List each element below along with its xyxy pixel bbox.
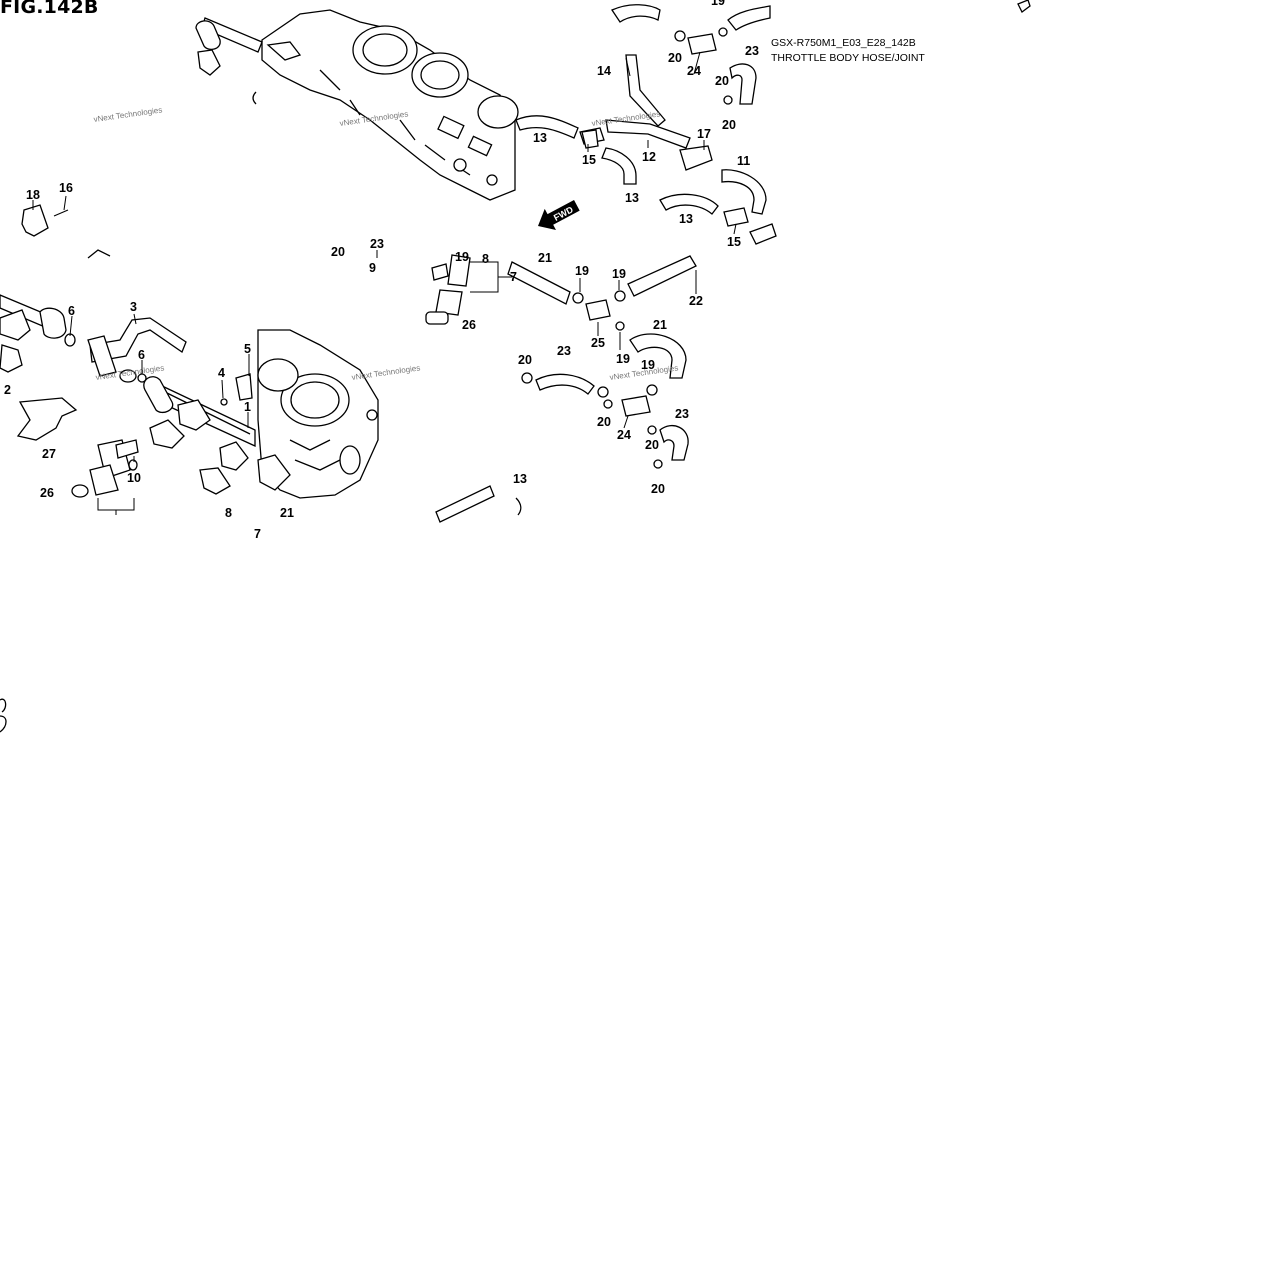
callout-6: 6: [68, 304, 75, 318]
figure-title: FIG.142B: [0, 0, 99, 18]
callout-13: 13: [513, 472, 527, 486]
fwd-arrow: FWD: [538, 200, 580, 231]
callout-3: 3: [130, 300, 137, 314]
callout-2: 2: [4, 383, 11, 397]
watermark: vNext Technologies: [351, 363, 421, 382]
callout-21: 21: [653, 318, 667, 332]
fuel-delivery-pipe: [0, 294, 256, 495]
hose-group-upper: [515, 0, 1031, 245]
callout-20: 20: [722, 118, 736, 132]
callout-26: 26: [462, 318, 476, 332]
callout-8: 8: [225, 506, 232, 520]
callout-18: 18: [26, 188, 40, 202]
callout-20: 20: [331, 245, 345, 259]
callout-13: 13: [679, 212, 693, 226]
callout-21: 21: [280, 506, 294, 520]
callout-19: 19: [612, 267, 626, 281]
callout-7: 7: [254, 527, 261, 541]
callout-22: 22: [689, 294, 703, 308]
callout-20: 20: [518, 353, 532, 367]
watermark: vNext Technologies: [93, 105, 163, 124]
callout-10: 10: [127, 471, 141, 485]
callout-4: 4: [218, 366, 225, 380]
callout-15: 15: [727, 235, 741, 249]
callout-12: 12: [642, 150, 656, 164]
callout-24: 24: [687, 64, 701, 78]
clamp-part-27: [16, 397, 78, 441]
throttle-body-upper: [195, 9, 519, 201]
callout-19: 19: [616, 352, 630, 366]
callout-19: 19: [641, 358, 655, 372]
callout-7: 7: [510, 270, 517, 284]
callout-27: 27: [42, 447, 56, 461]
callout-20: 20: [597, 415, 611, 429]
callout-26: 26: [40, 486, 54, 500]
bracket-line: [87, 249, 111, 259]
callout-20: 20: [715, 74, 729, 88]
injector-upper: [425, 254, 512, 325]
callout-15: 15: [582, 153, 596, 167]
figure-header: GSX-R750M1_E03_E28_142B THROTTLE BODY HO…: [771, 36, 925, 66]
callout-23: 23: [745, 44, 759, 58]
callout-17: 17: [697, 127, 711, 141]
throttle-body-lower: [257, 329, 379, 499]
hose-part-3: [64, 317, 253, 406]
callout-21: 21: [538, 251, 552, 265]
callout-20: 20: [668, 51, 682, 65]
sensor-part-18: [21, 204, 69, 237]
callout-8: 8: [482, 252, 489, 266]
hose-group-lower: [435, 255, 697, 523]
section-title: THROTTLE BODY HOSE/JOINT: [771, 52, 925, 64]
callout-19: 19: [575, 264, 589, 278]
edge-fragment: [0, 698, 7, 733]
callout-20: 20: [645, 438, 659, 452]
callout-25: 25: [591, 336, 605, 350]
leader-lines: [32, 51, 737, 462]
callout-24: 24: [617, 428, 631, 442]
callout-1: 1: [244, 400, 251, 414]
callout-19: 19: [455, 250, 469, 264]
callout-5: 5: [244, 342, 251, 356]
joint-part-15-a: [581, 129, 599, 149]
callout-14: 14: [597, 64, 611, 78]
callout-23: 23: [370, 237, 384, 251]
callout-19: 19: [711, 0, 725, 8]
injector-lower: [71, 439, 139, 515]
callout-16: 16: [59, 181, 73, 195]
callout-23: 23: [675, 407, 689, 421]
callout-9: 9: [369, 261, 376, 275]
callout-13: 13: [625, 191, 639, 205]
callout-13: 13: [533, 131, 547, 145]
callout-labels: 1 2 3 4 5 6 6 8 8 9 10 11 12 13 13 13 13…: [4, 0, 759, 541]
callout-20: 20: [651, 482, 665, 496]
callout-6: 6: [138, 348, 145, 362]
model-code: GSX-R750M1_E03_E28_142B: [771, 37, 916, 49]
callout-23: 23: [557, 344, 571, 358]
callout-11: 11: [737, 154, 750, 168]
